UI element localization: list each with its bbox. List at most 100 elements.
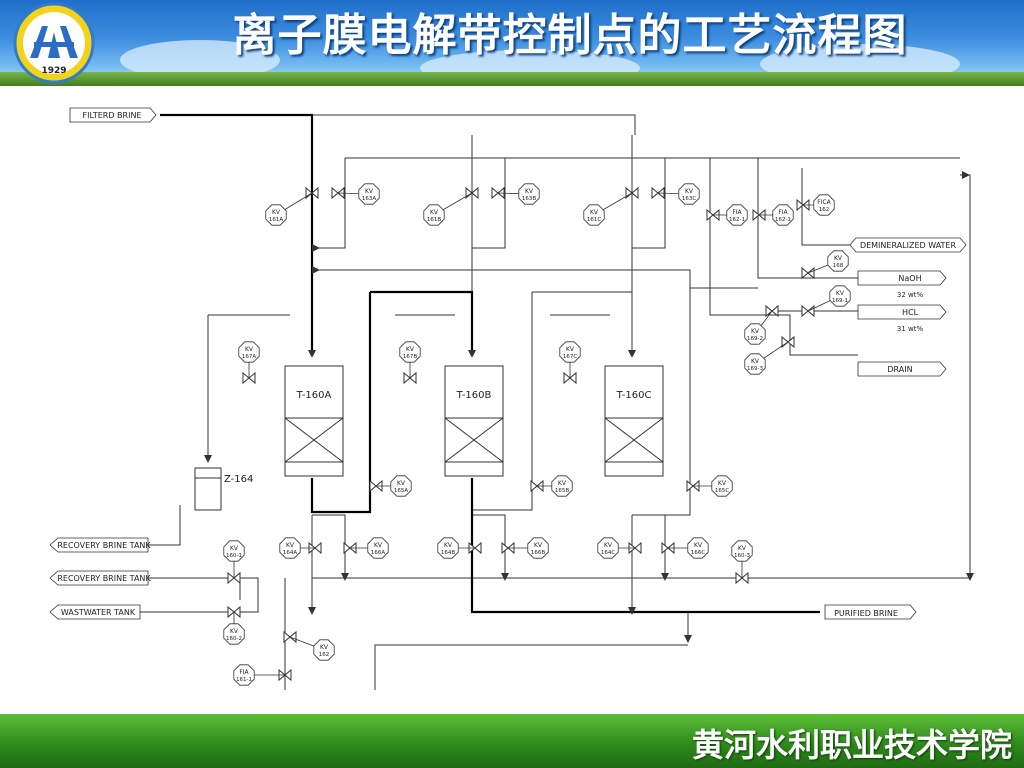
vessel-label: T-160A	[296, 390, 332, 401]
instrument-number: 162-1	[775, 217, 791, 223]
svg-text:NaOH: NaOH	[898, 274, 921, 283]
instrument-balloon	[423, 204, 445, 226]
instrument-type: KV	[525, 188, 534, 195]
instrument-type: KV	[590, 209, 599, 216]
instrument-balloon	[233, 664, 255, 686]
instrument-type: KV	[604, 542, 613, 549]
instrument-balloon	[367, 537, 389, 559]
instrument-type: KV	[738, 545, 747, 552]
instrument-number: 163B	[522, 196, 536, 202]
instrument-number: 164A	[283, 550, 297, 556]
instrument-number: 168	[833, 263, 844, 269]
instrument-type: KV	[534, 542, 543, 549]
instrument-number: 161C	[587, 217, 601, 223]
instrument-balloon	[597, 537, 619, 559]
svg-text:DRAIN: DRAIN	[887, 365, 912, 374]
svg-text:HCL: HCL	[902, 308, 919, 317]
process-flow-diagram: T-160A T-160B T-160C Z-164 FILTERD BRINE…	[49, 107, 974, 690]
instrument-balloon	[687, 537, 709, 559]
instrument-number: 165C	[715, 488, 729, 494]
instrument-number: 163C	[682, 196, 696, 202]
vessel-t160a: T-160A	[284, 365, 344, 477]
instrument-balloon	[678, 183, 700, 205]
school-logo: 1929	[13, 2, 95, 84]
svg-text:FILTERD BRINE: FILTERD BRINE	[83, 111, 142, 120]
instrument-type: KV	[406, 346, 415, 353]
vessel-label: Z-164	[224, 474, 253, 485]
instrument-balloon	[551, 475, 573, 497]
instrument-number: 161B	[427, 217, 441, 223]
instrument-number: 167C	[563, 354, 577, 360]
stream-naoh: NaOH 32 wt%	[857, 270, 947, 299]
instrument-type: KV	[566, 346, 575, 353]
instrument-balloon	[518, 183, 540, 205]
instrument-number: 164C	[601, 550, 615, 556]
instrument-number: 161-1	[236, 677, 252, 683]
instrument-number: 166C	[691, 550, 705, 556]
instrument-type: FIA	[732, 209, 742, 216]
instrument-type: KV	[230, 545, 239, 552]
vessel-t160c: T-160C	[604, 365, 664, 477]
instrument-balloon	[223, 540, 245, 562]
instrument-balloon	[829, 285, 851, 307]
stream-demineralized-water: DEMINERALIZED WATER	[849, 237, 967, 253]
school-name: 黄河水利职业技术学院	[691, 726, 1012, 764]
instrument-balloon	[772, 204, 794, 226]
instrument-type: FIA	[778, 209, 788, 216]
instrument-number: 160-2	[226, 636, 242, 642]
instrument-type: KV	[834, 255, 843, 262]
instrument-type: KV	[836, 290, 845, 297]
stream-recovery-brine-tank-2: RECOVERY BRINE TANK	[49, 570, 151, 586]
instrument-number: 163A	[362, 196, 376, 202]
stream-recovery-brine-tank-1: RECOVERY BRINE TANK	[49, 537, 151, 553]
instrument-type: FIA	[239, 669, 249, 676]
instrument-type: KV	[374, 542, 383, 549]
instrument-type: KV	[230, 628, 239, 635]
instrument-balloon	[390, 475, 412, 497]
stream-purified-brine: PURIFIED BRINE	[824, 604, 917, 620]
instrument-type: KV	[245, 346, 254, 353]
svg-text:RECOVERY BRINE TANK: RECOVERY BRINE TANK	[57, 574, 151, 583]
instrument-balloon	[399, 341, 421, 363]
instrument-number: 167A	[242, 354, 256, 360]
instrument-type: KV	[718, 480, 727, 487]
instrument-number: 161A	[269, 217, 283, 223]
instrument-balloon	[265, 204, 287, 226]
vessel-label: T-160B	[456, 390, 492, 401]
instrument-type: KV	[751, 358, 760, 365]
instrument-type: KV	[558, 480, 567, 487]
instrument-type: KV	[286, 542, 295, 549]
instrument-balloon	[358, 183, 380, 205]
svg-text:31 wt%: 31 wt%	[897, 325, 924, 333]
instrument-balloon	[827, 250, 849, 272]
stream-hcl: HCL 31 wt%	[857, 304, 947, 333]
instrument-type: KV	[444, 542, 453, 549]
instrument-number: 160-3	[734, 553, 750, 559]
slide-footer: 黄河水利职业技术学院	[0, 714, 1024, 768]
vessel-z164: Z-164	[194, 467, 253, 511]
instrument-number: 169-3	[747, 366, 763, 372]
logo-year: 1929	[41, 66, 66, 76]
instrument-balloon	[559, 341, 581, 363]
slide-header: 1929 离子膜电解带控制点的工艺流程图	[0, 0, 1024, 86]
instrument-balloon	[726, 204, 748, 226]
instrument-number: 162	[319, 652, 330, 658]
